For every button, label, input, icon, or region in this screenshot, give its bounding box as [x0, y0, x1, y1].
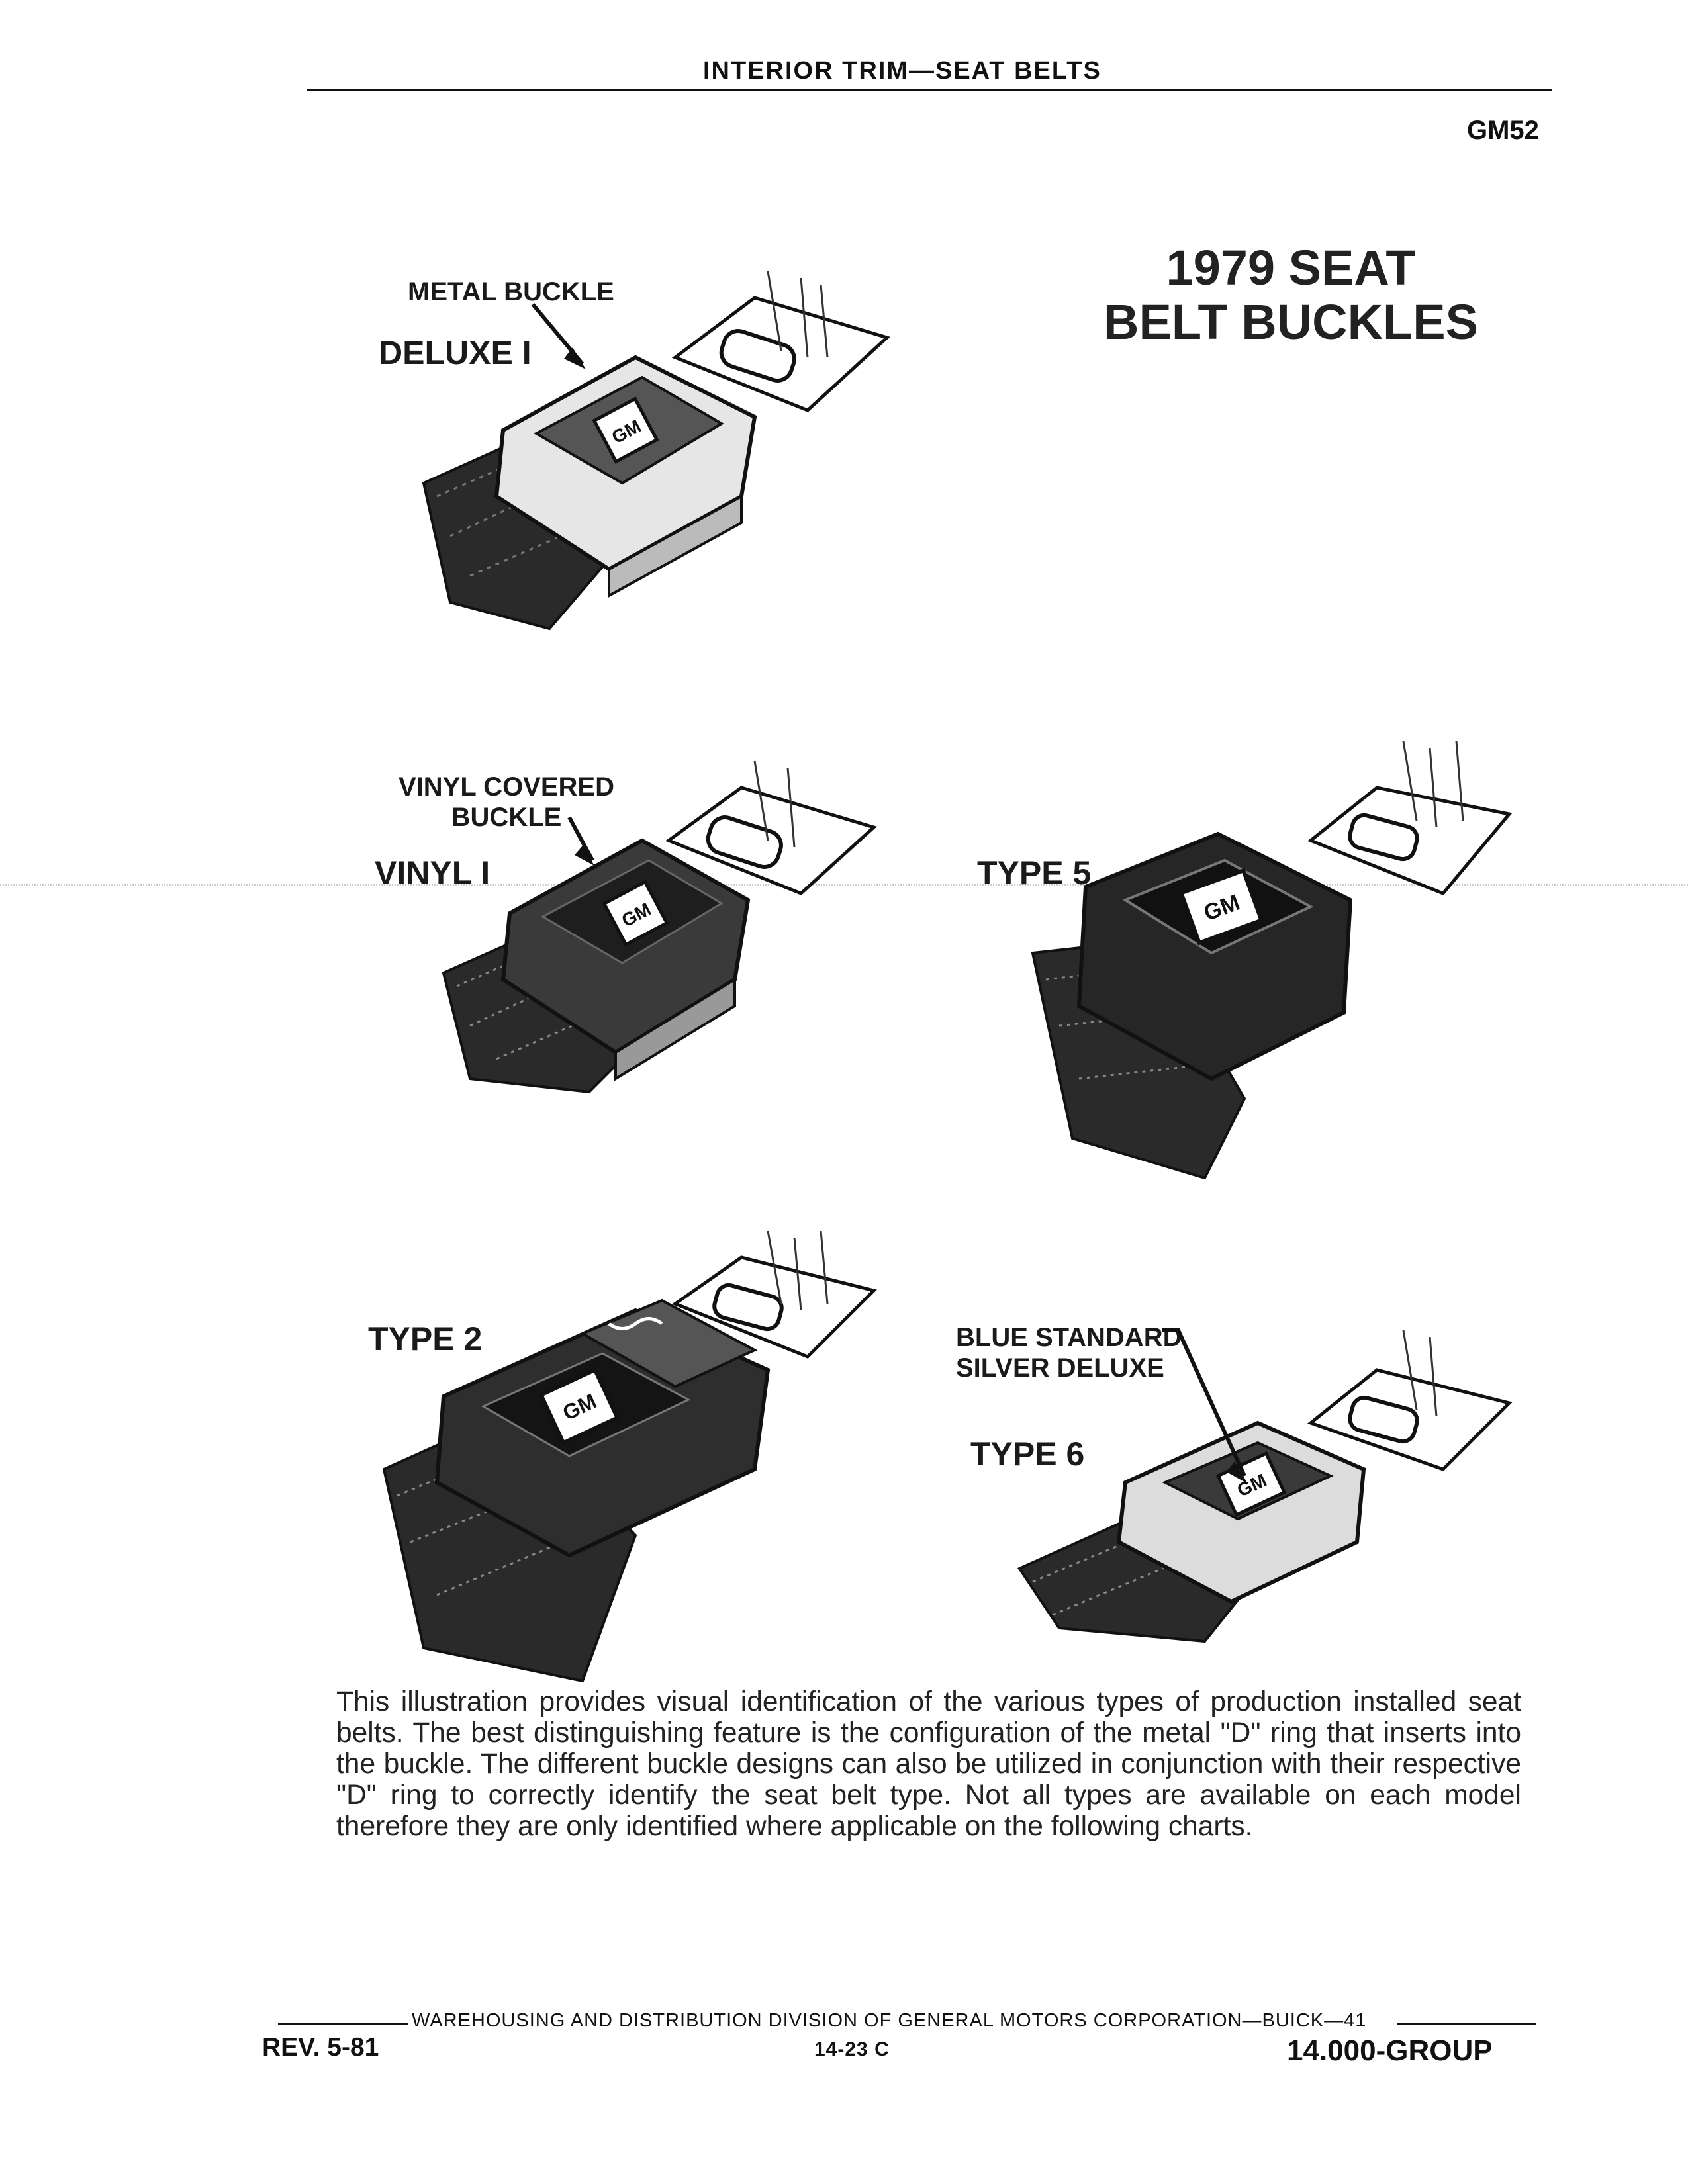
type6-callout-line-1: BLUE STANDARD [956, 1323, 1182, 1352]
revision-date: REV. 5-81 [262, 2033, 379, 2062]
type6-buckle-illustration: GM [1017, 1328, 1513, 1643]
footer-division-text: WAREHOUSING AND DISTRIBUTION DIVISION OF… [412, 2010, 1367, 2031]
vinyl-callout-line-1: VINYL COVERED [399, 772, 614, 801]
deluxe-callout: METAL BUCKLE [408, 277, 614, 306]
body-paragraph: This illustration provides visual identi… [336, 1686, 1521, 1842]
page-code: GM52 [1467, 116, 1539, 145]
type2-label: TYPE 2 [368, 1320, 483, 1357]
footer-rule-left [278, 2023, 408, 2025]
group-number: 14.000-GROUP [1287, 2034, 1493, 2067]
page-title-line-2: BELT BUCKLES [1103, 295, 1478, 349]
type5-label: TYPE 5 [977, 854, 1092, 891]
type5-buckle-illustration: GM [1031, 741, 1513, 1180]
type6-callout-line-2: SILVER DELUXE [956, 1353, 1164, 1383]
deluxe-buckle-illustration: GM [422, 271, 890, 631]
vinyl-callout: VINYL COVERED BUCKLE [397, 772, 616, 833]
scan-artifact-line [0, 884, 1688, 886]
type6-callout: BLUE STANDARD SILVER DELUXE [956, 1322, 1182, 1383]
header-rule [307, 89, 1552, 91]
type2-buckle-illustration: GM [382, 1230, 877, 1683]
footer-rule-right [1397, 2023, 1536, 2025]
page-title: 1979 SEAT BELT BUCKLES [1086, 241, 1496, 349]
type6-label: TYPE 6 [970, 1435, 1085, 1473]
deluxe-label: DELUXE I [379, 334, 532, 371]
page-title-line-1: 1979 SEAT [1166, 240, 1416, 295]
vinyl-buckle-illustration: GM [442, 760, 877, 1094]
vinyl-label: VINYL I [375, 854, 491, 891]
page-number: 14-23 C [814, 2038, 890, 2060]
vinyl-callout-line-2: BUCKLE [451, 803, 562, 832]
section-header-title: INTERIOR TRIM—SEAT BELTS [703, 57, 1102, 85]
